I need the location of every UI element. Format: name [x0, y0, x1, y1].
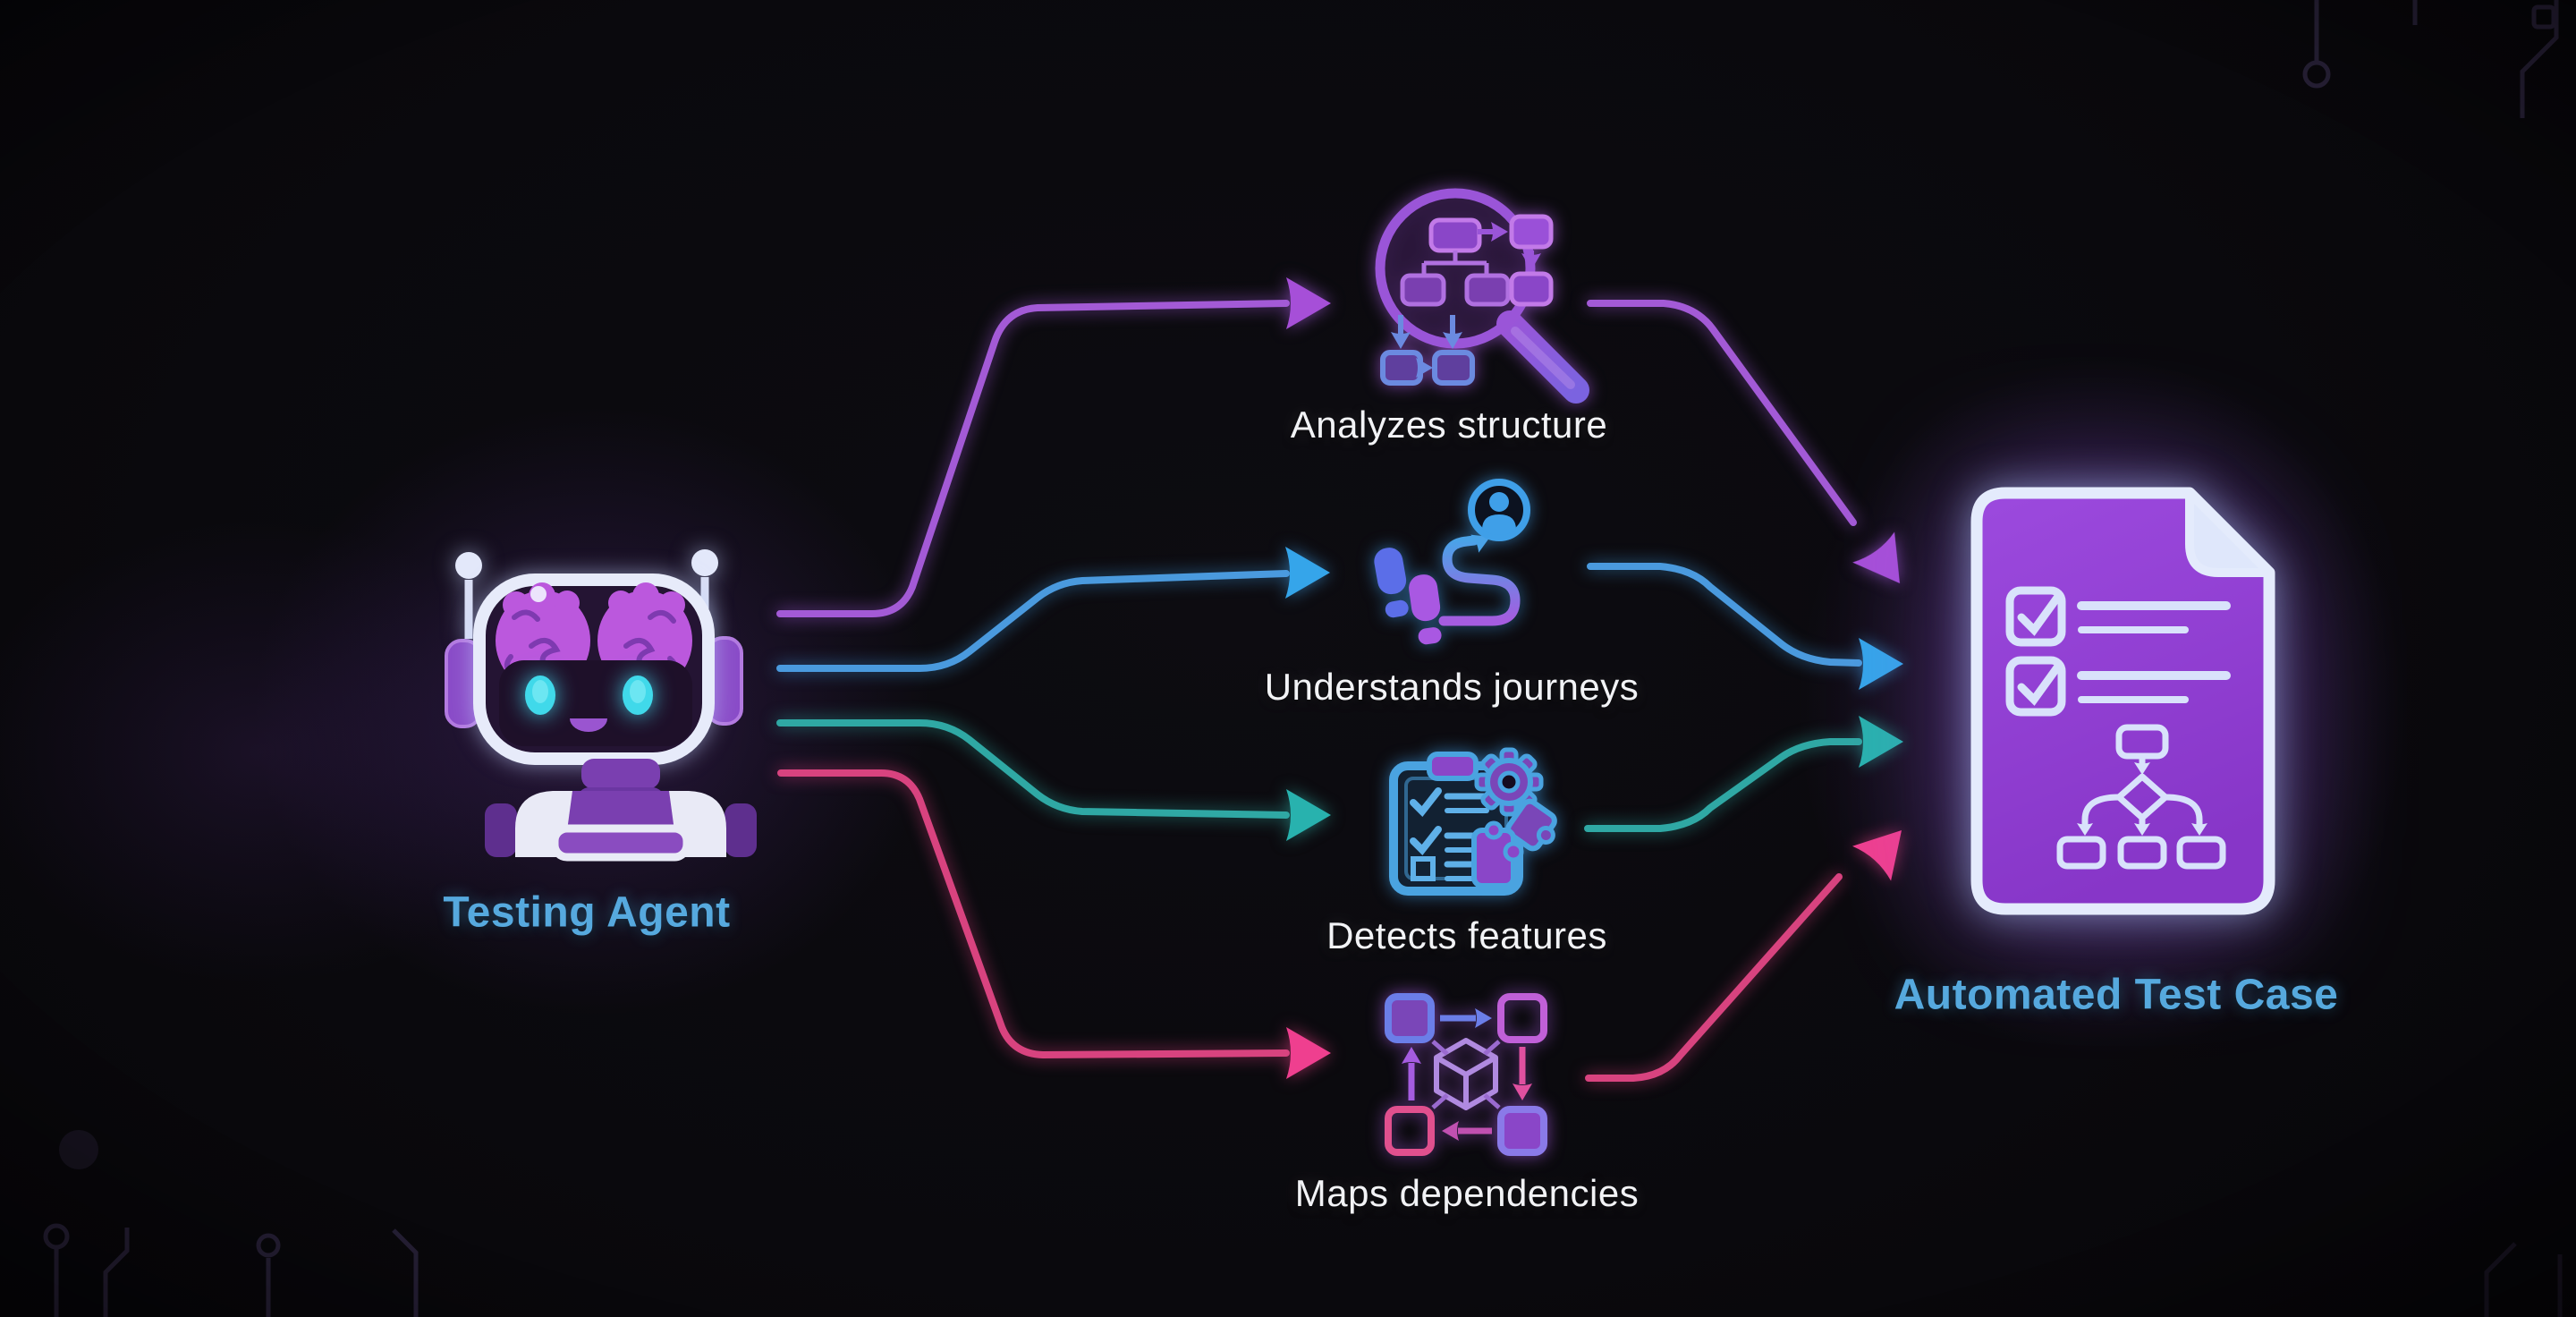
understands-journeys-label: Understands journeys	[1264, 666, 1640, 708]
testing-agent-label: Testing Agent	[443, 888, 731, 937]
automated-test-case-label: Automated Test Case	[1894, 971, 2339, 1019]
analyzes-structure-label: Analyzes structure	[1290, 404, 1608, 446]
detects-features-label: Detects features	[1326, 914, 1607, 956]
maps-dependencies-label: Maps dependencies	[1294, 1172, 1640, 1214]
